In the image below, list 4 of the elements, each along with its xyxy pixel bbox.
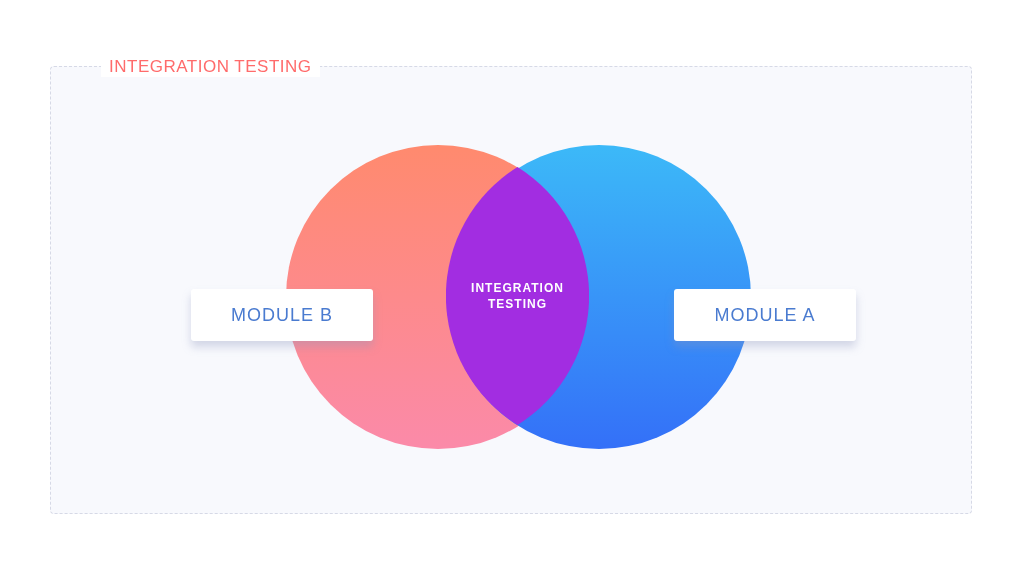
panel-title: INTEGRATION TESTING <box>101 57 320 77</box>
overlap-label: INTEGRATION TESTING <box>470 280 565 312</box>
module-card: MODULE A <box>674 289 856 341</box>
module-card: MODULE B <box>191 289 373 341</box>
